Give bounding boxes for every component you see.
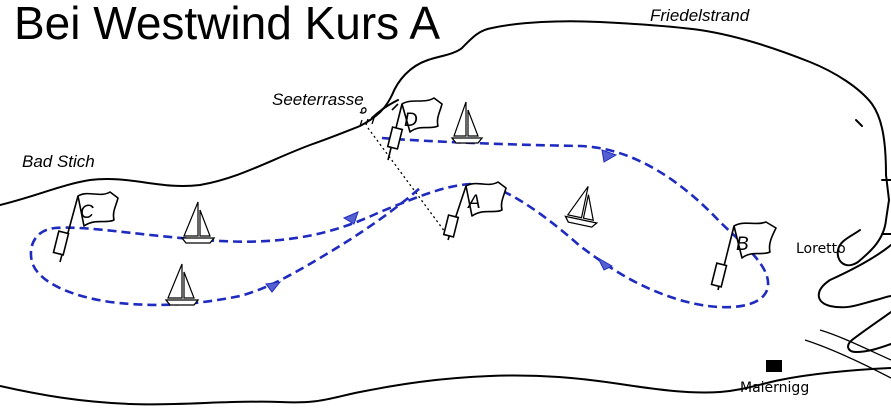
sailboat-1-jib [467, 109, 479, 137]
seeterrasse-symbol [359, 107, 367, 114]
label-maiernigg: Maiernigg [740, 380, 810, 396]
road-line [819, 329, 891, 361]
sailboat-1 [450, 101, 484, 144]
mark-c-letter: C [80, 202, 94, 223]
east-shoreline [817, 244, 891, 309]
sailboat-4-sail [566, 186, 589, 219]
shore-tick-1 [855, 119, 863, 127]
sailboat-1-hull [450, 137, 484, 144]
sailboat-2-sail [183, 201, 199, 237]
race-route [29, 136, 770, 309]
label-seeterrasse: Seeterrasse [272, 90, 364, 109]
sailboat-2 [180, 201, 216, 244]
mark-a-flag [465, 181, 507, 217]
sailboat-3-hull [164, 299, 200, 306]
mark-a-buoy [442, 214, 460, 238]
label-bad-stich: Bad Stich [22, 152, 95, 171]
mark-d-letter: D [404, 110, 418, 131]
sailboat-4 [564, 186, 599, 228]
mark-b: B [710, 221, 777, 291]
route-arrows [265, 149, 618, 293]
south-shoreline [0, 367, 891, 406]
mark-d: D [386, 97, 443, 161]
label-loretto: Loretto [796, 241, 846, 257]
mark-c-buoy [52, 230, 70, 256]
mark-b-buoy [710, 262, 728, 288]
east-shoreline-lower [847, 311, 891, 353]
route-arrow-2 [596, 256, 614, 271]
road-line-2 [804, 339, 891, 379]
sailboat-2-jib [199, 209, 211, 237]
pier-marks [359, 117, 375, 127]
route-arrow-3 [342, 211, 359, 225]
bay-edge-loretto [836, 174, 890, 267]
route-arrow-1 [601, 149, 618, 163]
mark-a-letter: A [467, 192, 481, 213]
page-title: Bei Westwind Kurs A [14, 0, 441, 49]
mark-d-buoy [386, 126, 404, 150]
mark-c-flag [77, 191, 119, 227]
sailboat-2-hull [180, 237, 216, 244]
north-shore-inlet [371, 99, 399, 119]
maiernigg-building [766, 360, 782, 372]
sailboat-4-hull [564, 215, 599, 228]
sailboat-1-sail [453, 101, 467, 137]
mark-a: A [442, 181, 507, 241]
sailboat-3-sail [167, 263, 183, 299]
sailboat-4-jib [582, 194, 594, 222]
mark-d-pole-2 [391, 103, 399, 111]
mark-b-letter: B [736, 234, 749, 255]
route-arrow-4 [265, 281, 282, 293]
mark-b-flag [733, 221, 777, 259]
sailboat-3 [164, 263, 200, 306]
north-shoreline [0, 20, 887, 206]
sailboat-3-jib [183, 271, 195, 299]
label-friedelstrand: Friedelstrand [650, 6, 750, 25]
mark-d-flag [401, 97, 443, 133]
mark-c: C [52, 191, 119, 263]
